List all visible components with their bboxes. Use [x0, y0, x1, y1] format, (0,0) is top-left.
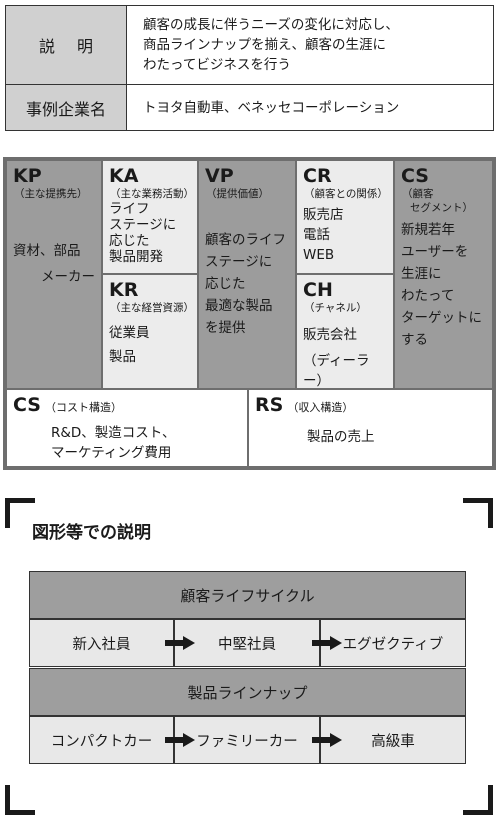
description-line: わたってビジネスを行う [143, 57, 291, 73]
product-lineup-band: 製品ラインナップ [29, 668, 466, 716]
description-table: 説明 顧客の成長に伴うニーズの変化に対応し、 商品ラインナップを揃え、顧客の生涯… [5, 5, 494, 131]
cell-text: ステージに [109, 217, 177, 233]
cell-text: する [401, 332, 428, 348]
cell-code-text: RS [255, 394, 284, 416]
lifecycle-band: 顧客ライフサイクル [29, 571, 466, 619]
description-line: 商品ラインナップを揃え、顧客の生涯に [143, 37, 386, 53]
cell-code: KP [13, 165, 42, 187]
description-row: 説明 顧客の成長に伴うニーズの変化に対応し、 商品ラインナップを揃え、顧客の生涯… [6, 6, 493, 85]
cell-subtitle: （主な経営資源） [110, 302, 194, 314]
cell-code: CS [401, 165, 429, 187]
cell-code: VP [205, 165, 234, 187]
canvas-cell-cost-structure: CS（コスト構造） R&D、製造コスト、 マーケティング費用 [7, 390, 247, 466]
canvas-cell-revenue-structure: RS（収入構造） 製品の売上 [249, 390, 492, 466]
example-company-line: トヨタ自動車、ベネッセコーポレーション [143, 99, 400, 116]
section-title: 図形等での説明 [32, 523, 151, 543]
cell-text: 従業員 [109, 325, 150, 341]
cell-subtitle: （主な提携先） [14, 188, 88, 200]
cell-code: CH [303, 279, 333, 301]
canvas-cell-ka: KA （主な業務活動） ライフ ステージに 応じた 製品開発 [103, 161, 197, 273]
cell-subtitle: セグメント） [410, 202, 473, 214]
example-company-row: 事例企業名 トヨタ自動車、ベネッセコーポレーション [6, 85, 493, 130]
business-model-canvas: KP （主な提携先） 資材、部品 メーカー KA （主な業務活動） ライフ ステ… [3, 157, 496, 470]
cell-text: 電話 [303, 227, 330, 243]
cell-subtitle: （提供価値） [206, 188, 269, 200]
cell-text: ステージに [205, 254, 273, 270]
cell-text: 応じた [205, 276, 246, 292]
right-arrow-icon [312, 636, 342, 650]
cell-subtitle: （チャネル） [304, 302, 367, 314]
cell-text: R&D、製造コスト、 [51, 425, 176, 441]
stage-box: 新入社員 [29, 619, 174, 667]
example-company-value: トヨタ自動車、ベネッセコーポレーション [143, 85, 485, 130]
description-line: 顧客の成長に伴うニーズの変化に対応し、 [143, 17, 399, 33]
cell-code-text: CS [13, 394, 41, 416]
corner-bracket-bottom-left [5, 785, 35, 815]
corner-bracket-top-left [5, 498, 35, 528]
canvas-cell-kp: KP （主な提携先） 資材、部品 メーカー [7, 161, 101, 388]
cell-code: CS（コスト構造） [13, 394, 241, 419]
cell-text: ターゲットに [401, 310, 482, 326]
corner-bracket-top-right [463, 498, 493, 528]
corner-bracket-bottom-right [463, 785, 493, 815]
cell-subtitle: （収入構造） [287, 401, 354, 414]
description-label: 説明 [6, 6, 127, 84]
cell-text: 製品 [109, 349, 136, 365]
cell-text: わたって [401, 288, 455, 304]
product-box: コンパクトカー [29, 716, 174, 764]
cell-text: 最適な製品 [205, 298, 273, 314]
stage-box: エグゼクティブ [320, 619, 466, 667]
cell-subtitle: （コスト構造） [44, 401, 122, 414]
cell-text: 製品開発 [109, 249, 163, 265]
cell-text: WEB [303, 247, 335, 263]
canvas-cell-cr: CR （顧客との関係） 販売店 電話 WEB [297, 161, 393, 273]
canvas-cell-ch: CH （チャネル） 販売会社 （ディーラー） [297, 275, 393, 389]
cell-text: 資材、部品 [13, 243, 81, 259]
cell-text: 販売会社 [303, 327, 357, 343]
canvas-cell-kr: KR （主な経営資源） 従業員 製品 [103, 275, 197, 388]
canvas-cell-cs: CS （顧客 セグメント） 新規若年 ユーザーを 生涯に わたって ターゲットに… [395, 161, 492, 388]
cell-subtitle: （顧客との関係） [304, 188, 388, 200]
stage-box: 中堅社員 [174, 619, 320, 667]
right-arrow-icon [165, 636, 195, 650]
cell-text: ユーザーを [401, 244, 469, 260]
cell-subtitle: （主な業務活動） [110, 188, 194, 200]
cell-subtitle: （顧客 [402, 188, 434, 200]
description-value: 顧客の成長に伴うニーズの変化に対応し、 商品ラインナップを揃え、顧客の生涯に わ… [143, 6, 485, 84]
cell-text: （ディーラー） [303, 353, 370, 389]
example-company-label: 事例企業名 [6, 85, 127, 130]
cell-code: RS（収入構造） [255, 394, 486, 419]
cell-text: 新規若年 [401, 222, 455, 238]
cell-text: 顧客のライフ [205, 232, 286, 248]
cell-code: KR [109, 279, 139, 301]
cell-text: ライフ [109, 201, 150, 217]
right-arrow-icon [312, 733, 342, 747]
cell-text: マーケティング費用 [51, 445, 172, 461]
cell-text: メーカー [41, 269, 95, 285]
cell-text-group: 顧客のライフ ステージに 応じた 最適な製品 を提供 [205, 229, 289, 339]
lifecycle-diagram: 顧客ライフサイクル 新入社員 中堅社員 エグゼクティブ 製品ラインナップ コンパ… [29, 571, 466, 765]
cell-code: KA [109, 165, 139, 187]
cell-text: 生涯に [401, 266, 442, 282]
cell-code: CR [303, 165, 332, 187]
cell-text: 販売店 [303, 207, 344, 223]
canvas-cell-vp: VP （提供価値） 顧客のライフ ステージに 応じた 最適な製品 を提供 [199, 161, 295, 388]
product-box: ファミリーカー [174, 716, 320, 764]
cell-text: 応じた [109, 233, 150, 249]
cell-text: を提供 [205, 320, 246, 336]
cell-text: 製品の売上 [307, 429, 375, 445]
right-arrow-icon [165, 733, 195, 747]
cell-text-group: 新規若年 ユーザーを 生涯に わたって ターゲットに する [401, 219, 486, 351]
